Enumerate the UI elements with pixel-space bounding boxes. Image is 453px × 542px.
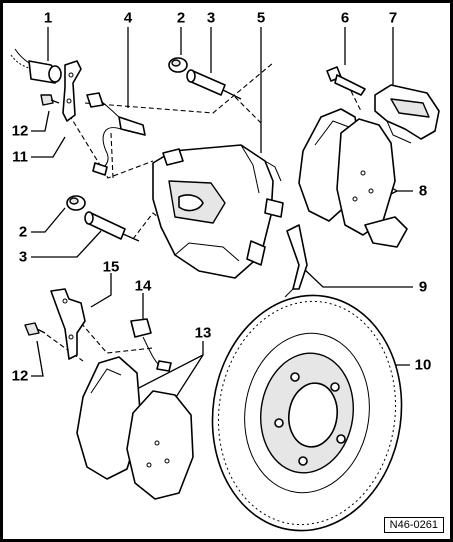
callout-3-lower: 3 <box>18 248 28 266</box>
callout-6: 6 <box>340 9 350 27</box>
callout-3-upper: 3 <box>206 9 216 27</box>
callout-4: 4 <box>123 9 133 27</box>
callout-11: 11 <box>12 148 28 166</box>
guide-pin-upper <box>186 69 242 100</box>
guide-cap-upper <box>168 57 188 73</box>
brake-disc <box>211 294 403 532</box>
bolt-small-lower <box>24 322 46 336</box>
caliper-carrier <box>374 84 440 144</box>
callout-12-lower: 12 <box>11 367 29 385</box>
guide-pin-lower <box>84 211 140 242</box>
callout-13: 13 <box>194 324 212 342</box>
wire-bracket-upper <box>62 60 82 122</box>
wire-bracket-lower <box>50 288 86 360</box>
callout-2-lower: 2 <box>18 223 28 241</box>
pad-retaining-spring <box>284 224 308 298</box>
callout-1: 1 <box>43 9 53 27</box>
callout-8: 8 <box>418 182 428 200</box>
callout-2-upper: 2 <box>176 9 186 27</box>
carrier-bolt <box>326 66 366 96</box>
bolt-small-upper <box>40 94 60 106</box>
callout-9: 9 <box>418 278 428 296</box>
wear-sensor-inner <box>130 318 172 372</box>
callout-7: 7 <box>388 9 398 27</box>
figure-reference: N46-0261 <box>383 517 444 533</box>
exploded-view-drawing <box>10 27 440 532</box>
caliper-housing <box>152 144 284 279</box>
callout-14: 14 <box>134 277 152 295</box>
wear-sensor-wire <box>10 48 62 84</box>
outer-brake-pad-pair <box>298 108 408 248</box>
callout-15: 15 <box>102 258 120 276</box>
callout-5: 5 <box>256 9 266 27</box>
inner-brake-pad-pair <box>76 356 194 500</box>
callout-10: 10 <box>414 356 432 374</box>
guide-cap-lower <box>66 195 86 211</box>
callout-12-upper: 12 <box>11 122 29 140</box>
wear-indicator-cable <box>86 92 146 176</box>
